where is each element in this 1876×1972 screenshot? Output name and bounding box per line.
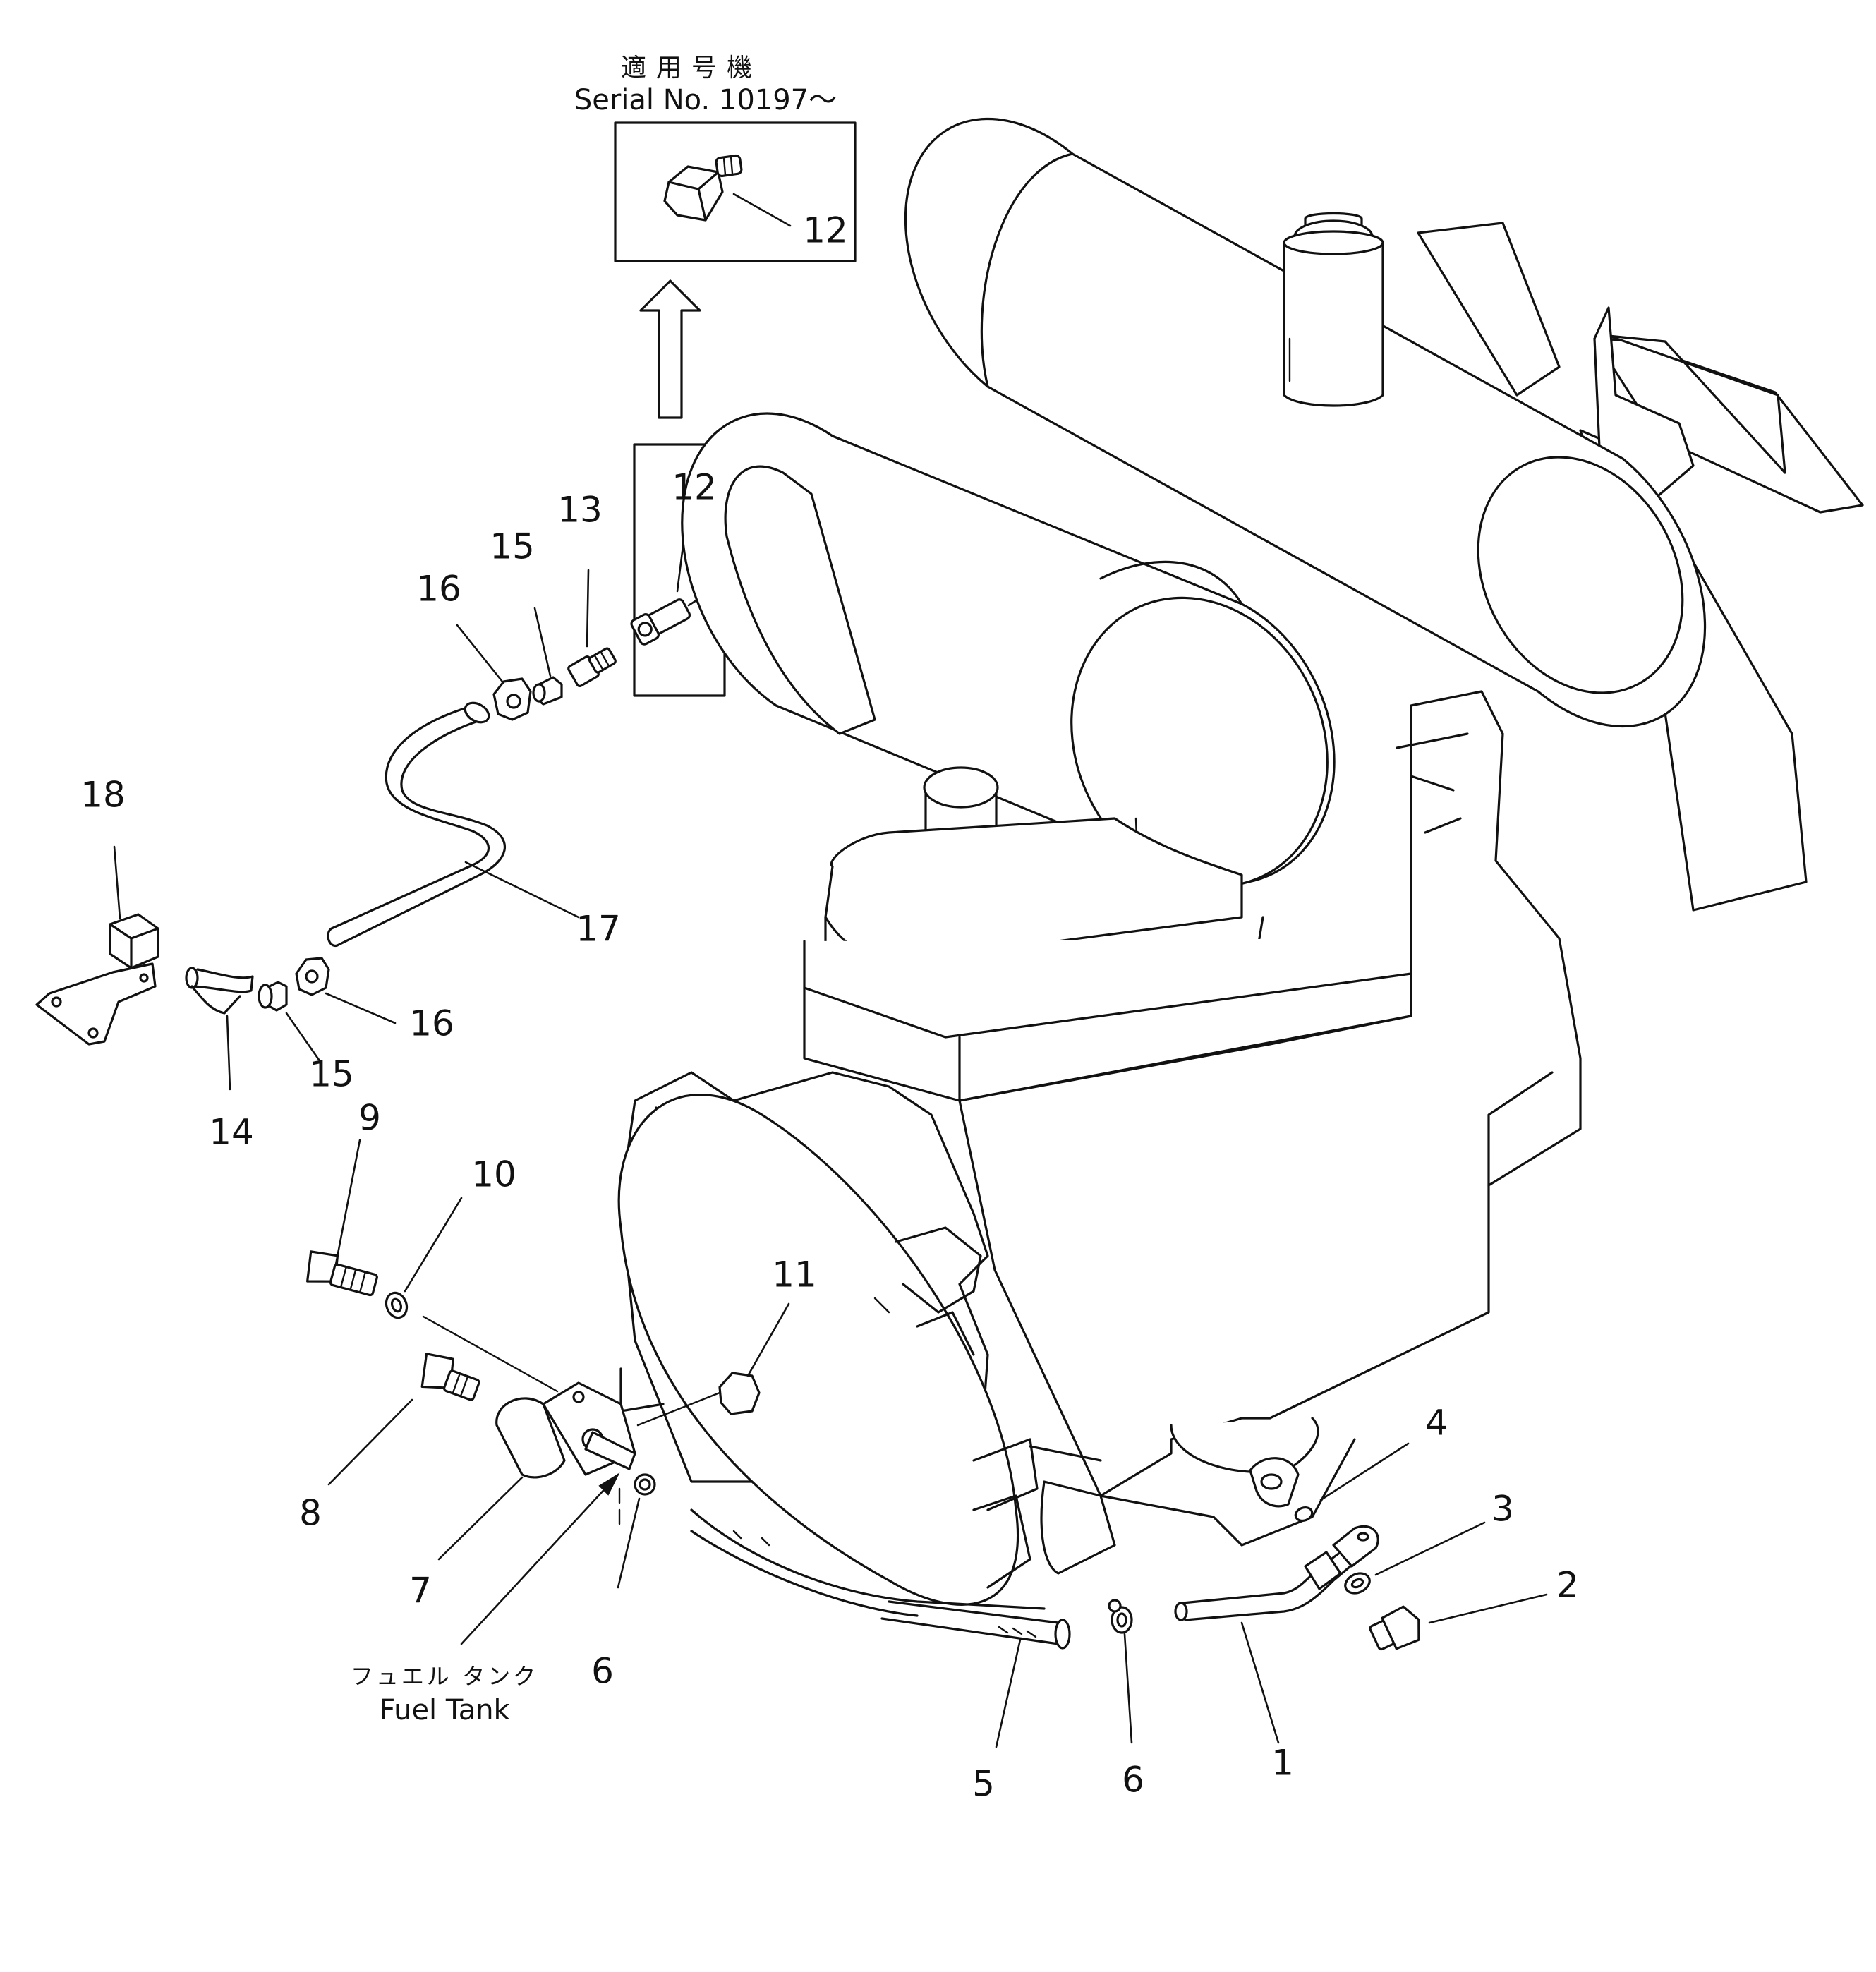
callout-16-lower: 16 bbox=[409, 1003, 454, 1044]
callout-15-lower: 15 bbox=[309, 1054, 354, 1095]
part-16-upper bbox=[456, 624, 532, 721]
part-3 bbox=[1344, 1521, 1486, 1595]
part-1 bbox=[1174, 1525, 1379, 1744]
callout-17: 17 bbox=[576, 909, 621, 950]
callout-7: 7 bbox=[409, 1571, 432, 1611]
part-15-lower bbox=[258, 981, 320, 1061]
callout-6-right: 6 bbox=[1122, 1760, 1144, 1801]
part-4 bbox=[1294, 1442, 1410, 1523]
part-8 bbox=[327, 1353, 480, 1486]
serial-inset-box bbox=[614, 121, 857, 262]
callout-6-left: 6 bbox=[591, 1651, 614, 1692]
part-2 bbox=[1369, 1593, 1548, 1651]
part-5 bbox=[880, 1600, 1071, 1748]
hose-17 bbox=[327, 701, 580, 947]
part-10 bbox=[385, 1197, 559, 1393]
callout-15-upper: 15 bbox=[490, 526, 535, 567]
part-7 bbox=[437, 1381, 636, 1561]
fuel-tank-label: フュエル タンク Fuel Tank bbox=[351, 1663, 538, 1726]
fuel-tank-label-jp: フュエル タンク bbox=[351, 1663, 538, 1690]
callout-10: 10 bbox=[471, 1154, 516, 1195]
callout-13: 13 bbox=[557, 490, 603, 531]
callout-4: 4 bbox=[1425, 1403, 1448, 1444]
serial-note: 適用号機 Serial No. 10197～ bbox=[574, 54, 837, 116]
callout-5: 5 bbox=[972, 1764, 995, 1805]
fuel-tank-label-en: Fuel Tank bbox=[379, 1694, 510, 1726]
serial-number-text: Serial No. 10197～ bbox=[574, 84, 837, 116]
part-6-left bbox=[617, 1473, 656, 1589]
part-13 bbox=[567, 569, 617, 687]
part-15-upper bbox=[532, 607, 563, 706]
muffler bbox=[904, 117, 1707, 728]
air-cleaner bbox=[681, 412, 1336, 888]
callouts: 1 2 3 4 5 6 6 7 8 9 10 11 12 12 13 14 15… bbox=[80, 210, 1579, 1805]
part-18 bbox=[35, 845, 159, 1046]
fuel-tank-pointer bbox=[460, 1472, 620, 1645]
drain-boss bbox=[1249, 1457, 1300, 1508]
callout-11: 11 bbox=[772, 1254, 817, 1295]
update-arrow bbox=[639, 279, 701, 419]
part-16-lower bbox=[295, 957, 397, 1024]
callout-18: 18 bbox=[80, 775, 126, 816]
callout-8: 8 bbox=[299, 1493, 322, 1534]
callout-14: 14 bbox=[209, 1112, 254, 1153]
callout-12-old: 12 bbox=[672, 467, 717, 508]
part-11 bbox=[636, 1302, 790, 1427]
part-9 bbox=[306, 1139, 378, 1297]
engine-assembly bbox=[617, 117, 1864, 1617]
callout-2: 2 bbox=[1556, 1565, 1579, 1606]
part-6-right bbox=[1108, 1599, 1133, 1744]
callout-12-inset: 12 bbox=[803, 210, 848, 251]
serial-title-jp: 適用号機 bbox=[621, 54, 762, 83]
part-14 bbox=[185, 967, 254, 1091]
callout-16-upper: 16 bbox=[416, 569, 461, 610]
callout-1: 1 bbox=[1271, 1743, 1294, 1784]
callout-3: 3 bbox=[1491, 1489, 1514, 1530]
callout-9: 9 bbox=[358, 1098, 381, 1139]
